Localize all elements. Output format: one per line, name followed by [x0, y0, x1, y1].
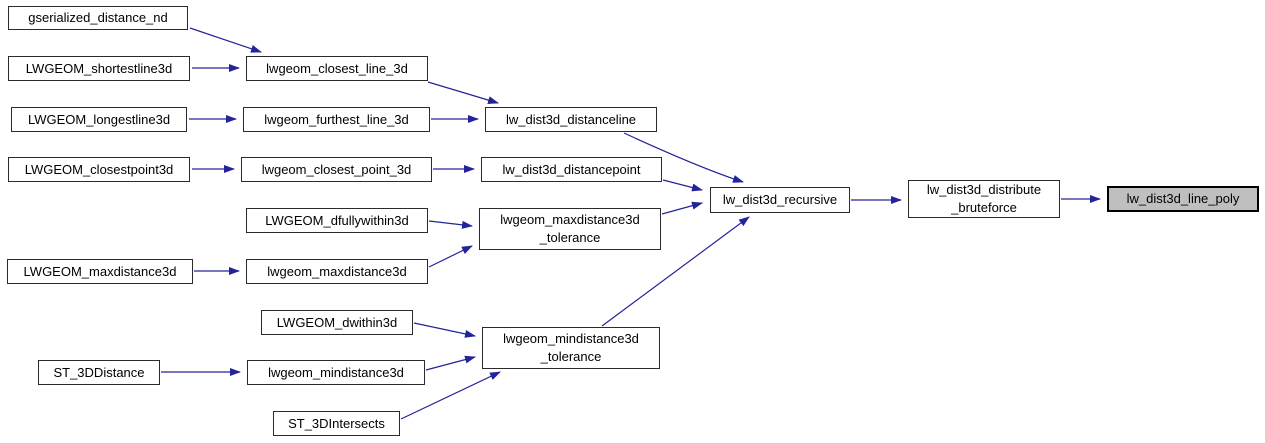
node-LWGEOM_dwithin3d[interactable]: LWGEOM_dwithin3d: [261, 310, 413, 335]
node-lw_dist3d_distribute_bruteforce[interactable]: lw_dist3d_distribute _bruteforce: [908, 180, 1060, 218]
edge-lwgeom_maxdistance3d_tolerance-to-lw_dist3d_recursive: [661, 201, 703, 215]
node-LWGEOM_shortestline3d[interactable]: LWGEOM_shortestline3d: [8, 56, 190, 81]
edge-LWGEOM_dfullywithin3d-to-lwgeom_maxdistance3d_tolerance: [428, 220, 473, 229]
edge-lwgeom_mindistance3d_tolerance-to-lw_dist3d_recursive: [601, 216, 750, 327]
edge-ST_3DIntersects-to-lwgeom_mindistance3d_tolerance: [400, 371, 501, 420]
edge-LWGEOM_dwithin3d-to-lwgeom_mindistance3d_tolerance: [413, 322, 476, 338]
edge-lw_dist3d_distanceline-to-lw_dist3d_recursive: [623, 132, 744, 183]
node-LWGEOM_dfullywithin3d[interactable]: LWGEOM_dfullywithin3d: [246, 208, 428, 233]
edge-lwgeom_maxdistance3d-to-lwgeom_maxdistance3d_tolerance: [428, 245, 473, 268]
edge-lw_dist3d_distancepoint-to-lw_dist3d_recursive: [662, 179, 703, 192]
node-gserialized_distance_nd[interactable]: gserialized_distance_nd: [8, 6, 188, 30]
node-lwgeom_furthest_line_3d[interactable]: lwgeom_furthest_line_3d: [243, 107, 430, 132]
node-lwgeom_mindistance3d_tolerance[interactable]: lwgeom_mindistance3d _tolerance: [482, 327, 660, 369]
node-lw_dist3d_distanceline[interactable]: lw_dist3d_distanceline: [485, 107, 657, 132]
node-lw_dist3d_line_poly: lw_dist3d_line_poly: [1107, 186, 1259, 212]
node-LWGEOM_closestpoint3d[interactable]: LWGEOM_closestpoint3d: [8, 157, 190, 182]
node-ST_3DIntersects[interactable]: ST_3DIntersects: [273, 411, 400, 436]
edge-gserialized_distance_nd-to-lwgeom_closest_line_3d: [189, 27, 262, 53]
node-lw_dist3d_recursive[interactable]: lw_dist3d_recursive: [710, 187, 850, 213]
node-lwgeom_closest_line_3d[interactable]: lwgeom_closest_line_3d: [246, 56, 428, 81]
node-lw_dist3d_distancepoint[interactable]: lw_dist3d_distancepoint: [481, 157, 662, 182]
edge-lwgeom_mindistance3d-to-lwgeom_mindistance3d_tolerance: [425, 355, 476, 371]
node-lwgeom_closest_point_3d[interactable]: lwgeom_closest_point_3d: [241, 157, 432, 182]
edge-lwgeom_closest_line_3d-to-lw_dist3d_distanceline: [427, 81, 499, 104]
node-LWGEOM_maxdistance3d[interactable]: LWGEOM_maxdistance3d: [7, 259, 193, 284]
node-lwgeom_maxdistance3d[interactable]: lwgeom_maxdistance3d: [246, 259, 428, 284]
node-LWGEOM_longestline3d[interactable]: LWGEOM_longestline3d: [11, 107, 187, 132]
node-lwgeom_maxdistance3d_tolerance[interactable]: lwgeom_maxdistance3d _tolerance: [479, 208, 661, 250]
node-lwgeom_mindistance3d[interactable]: lwgeom_mindistance3d: [247, 360, 425, 385]
node-ST_3DDistance[interactable]: ST_3DDistance: [38, 360, 160, 385]
